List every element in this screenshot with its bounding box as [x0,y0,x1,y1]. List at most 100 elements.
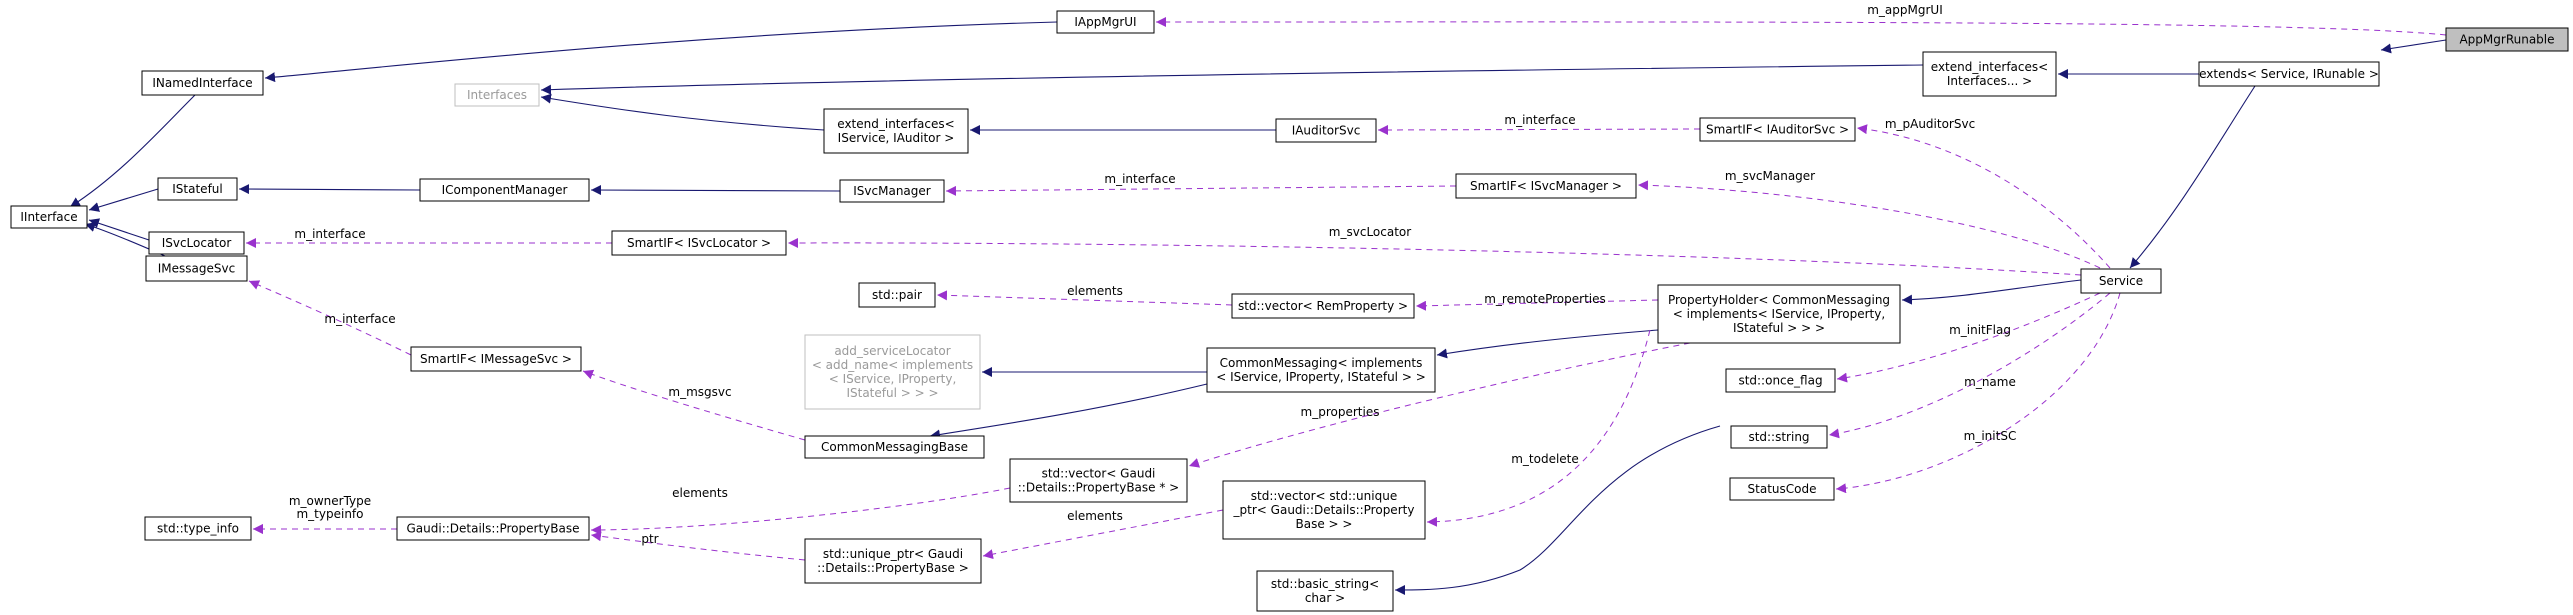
edge-label-elements-pair: elements [1067,284,1123,298]
class-node-property-holder[interactable]: PropertyHolder< CommonMessaging< impleme… [1657,284,1901,344]
class-node-status-code[interactable]: StatusCode [1729,477,1835,501]
class-node-inamed-interface[interactable]: INamedInterface [141,70,264,96]
class-node-smart-ifsvc-locator[interactable]: SmartIF< ISvcLocator > [611,230,787,256]
node-box [1256,570,1394,612]
node-label-line: SmartIF< ISvcLocator > [627,236,771,250]
class-node-extends-service[interactable]: extends< Service, IRunable > [2198,61,2380,87]
node-label-line: std::pair [872,288,922,302]
class-node-unique-ptr[interactable]: std::unique_ptr< Gaudi::Details::Propert… [804,538,982,584]
node-box [804,334,981,410]
class-node-service[interactable]: Service [2080,268,2162,294]
edge-label-m-name: m_name [1964,375,2016,389]
node-label-line: SmartIF< ISvcManager > [1470,179,1622,193]
class-node-iauditor-svc[interactable]: IAuditorSvc [1275,118,1377,143]
class-node-property-base[interactable]: Gaudi::Details::PropertyBase [396,516,590,541]
node-box [1206,347,1436,393]
usage-edge [1155,16,2447,36]
edge-label-m-interface-svcloc: m_interface [294,227,365,241]
node-label-line: ::Details::PropertyBase > [817,561,969,575]
inheritance-edge [1901,279,2082,305]
node-box [804,538,982,584]
node-label-line: Interfaces [467,88,527,102]
node-label-line: < add_name< implements [812,358,973,372]
class-node-smart-ifsvc-manager[interactable]: SmartIF< ISvcManager > [1455,173,1637,199]
class-node-interfaces[interactable]: Interfaces [454,83,540,107]
class-node-vector-property-base-ptr[interactable]: std::vector< Gaudi::Details::PropertyBas… [1009,458,1188,503]
node-label-line: _ptr< Gaudi::Details::Property [1233,503,1415,517]
usage-edge [1637,180,2101,269]
node-label-line: IAppMgrUI [1074,15,1136,29]
usage-edge [1377,124,1701,135]
node-box [1729,477,1835,501]
class-node-std-once-flag[interactable]: std::once_flag [1725,368,1836,393]
node-label-line: IAuditorSvc [1292,124,1361,138]
class-node-common-messaging-impl[interactable]: CommonMessaging< implements< IService, I… [1206,347,1436,393]
inheritance-edge [540,64,1924,95]
class-node-smart-ifauditor-svc[interactable]: SmartIF< IAuditorSvc > [1699,117,1856,142]
node-label-line: Interfaces... > [1947,74,2032,88]
usage-edge [936,290,1233,306]
class-node-icomponent-manager[interactable]: IComponentManager [419,178,590,202]
node-box [858,282,936,308]
node-label-line: char > [1305,591,1345,605]
usage-edge [590,531,806,561]
usage-edge [248,280,412,356]
node-label-line: std::unique_ptr< Gaudi [823,547,963,561]
class-node-iapp-mgr-ui[interactable]: IAppMgrUI [1056,10,1155,34]
class-node-add-service-locator[interactable]: add_serviceLocator< add_name< implements… [804,334,981,410]
node-label-line: std::once_flag [1738,374,1822,388]
edge-label-m-initflag: m_initFlag [1949,323,2011,337]
node-label-line: Base > > [1296,517,1353,531]
class-node-vector-rem-property[interactable]: std::vector< RemProperty > [1231,293,1415,319]
node-label-line: StatusCode [1748,482,1817,496]
node-box [1231,293,1415,319]
node-label-line: extend_interfaces< [837,117,954,131]
node-box [2445,27,2569,52]
class-node-vector-unique-ptr[interactable]: std::vector< std::unique_ptr< Gaudi::Det… [1222,480,1426,540]
node-label-line: ISvcManager [853,184,931,198]
class-node-extend-interfaces-auditor[interactable]: extend_interfaces<IService, IAuditor > [823,108,969,154]
class-node-smart-ifmessage-svc[interactable]: SmartIF< IMessageSvc > [410,346,582,372]
node-box [1275,118,1377,143]
class-node-extend-interfaces[interactable]: extend_interfaces<Interfaces... > [1922,51,2057,97]
inheritance-edge [69,94,196,208]
inheritance-edge [540,93,825,131]
node-box [396,516,590,541]
class-node-istateful[interactable]: IStateful [157,177,238,201]
node-label-line: CommonMessagingBase [821,440,968,454]
node-box [454,83,540,107]
node-label-line: CommonMessaging< implements [1220,356,1423,370]
edge-label-m-properties: m_properties [1301,405,1380,419]
inheritance-edge [88,188,159,212]
edge-label-m-svcmanager: m_svcManager [1725,169,1815,183]
class-node-std-string[interactable]: std::string [1730,425,1828,449]
usage-edge [1836,292,2101,383]
usage-edge [1188,342,1691,468]
edge-label-m-remoteproperties: m_remoteProperties [1484,292,1606,306]
node-box [144,516,252,541]
class-node-isvc-manager[interactable]: ISvcManager [839,179,945,203]
inheritance-edge [88,218,150,241]
class-node-std-pair[interactable]: std::pair [858,282,936,308]
class-node-app-mgr-runable[interactable]: AppMgrRunable [2445,27,2569,52]
node-label-line: std::type_info [157,522,239,536]
edge-label-elements-propbase: elements [672,486,728,500]
edge-label-ptr: ptr [641,532,658,546]
node-label-line: AppMgrRunable [2459,33,2554,47]
usage-edge [1828,292,2111,439]
class-node-std-type-info[interactable]: std::type_info [144,516,252,541]
node-label-line: < IService, IProperty, IStateful > > [1216,370,1426,384]
edge-layer: m_appMgrUIm_pAuditorSvcm_interfacem_svcM… [69,3,2447,595]
class-node-common-messaging-base[interactable]: CommonMessagingBase [804,435,985,459]
class-node-isvc-locator[interactable]: ISvcLocator [148,231,245,255]
edge-label-m-initsc: m_initSC [1964,429,2017,443]
node-label-line: INamedInterface [152,76,252,90]
node-box [157,177,238,201]
usage-edge [1835,292,2121,494]
class-node-imessage-svc[interactable]: IMessageSvc [145,255,248,282]
class-node-iinterface[interactable]: IInterface [10,205,88,229]
inheritance-edge [929,383,1208,440]
node-box [1725,368,1836,393]
class-node-basic-string[interactable]: std::basic_string<char > [1256,570,1394,612]
inheritance-edge [2380,39,2447,54]
